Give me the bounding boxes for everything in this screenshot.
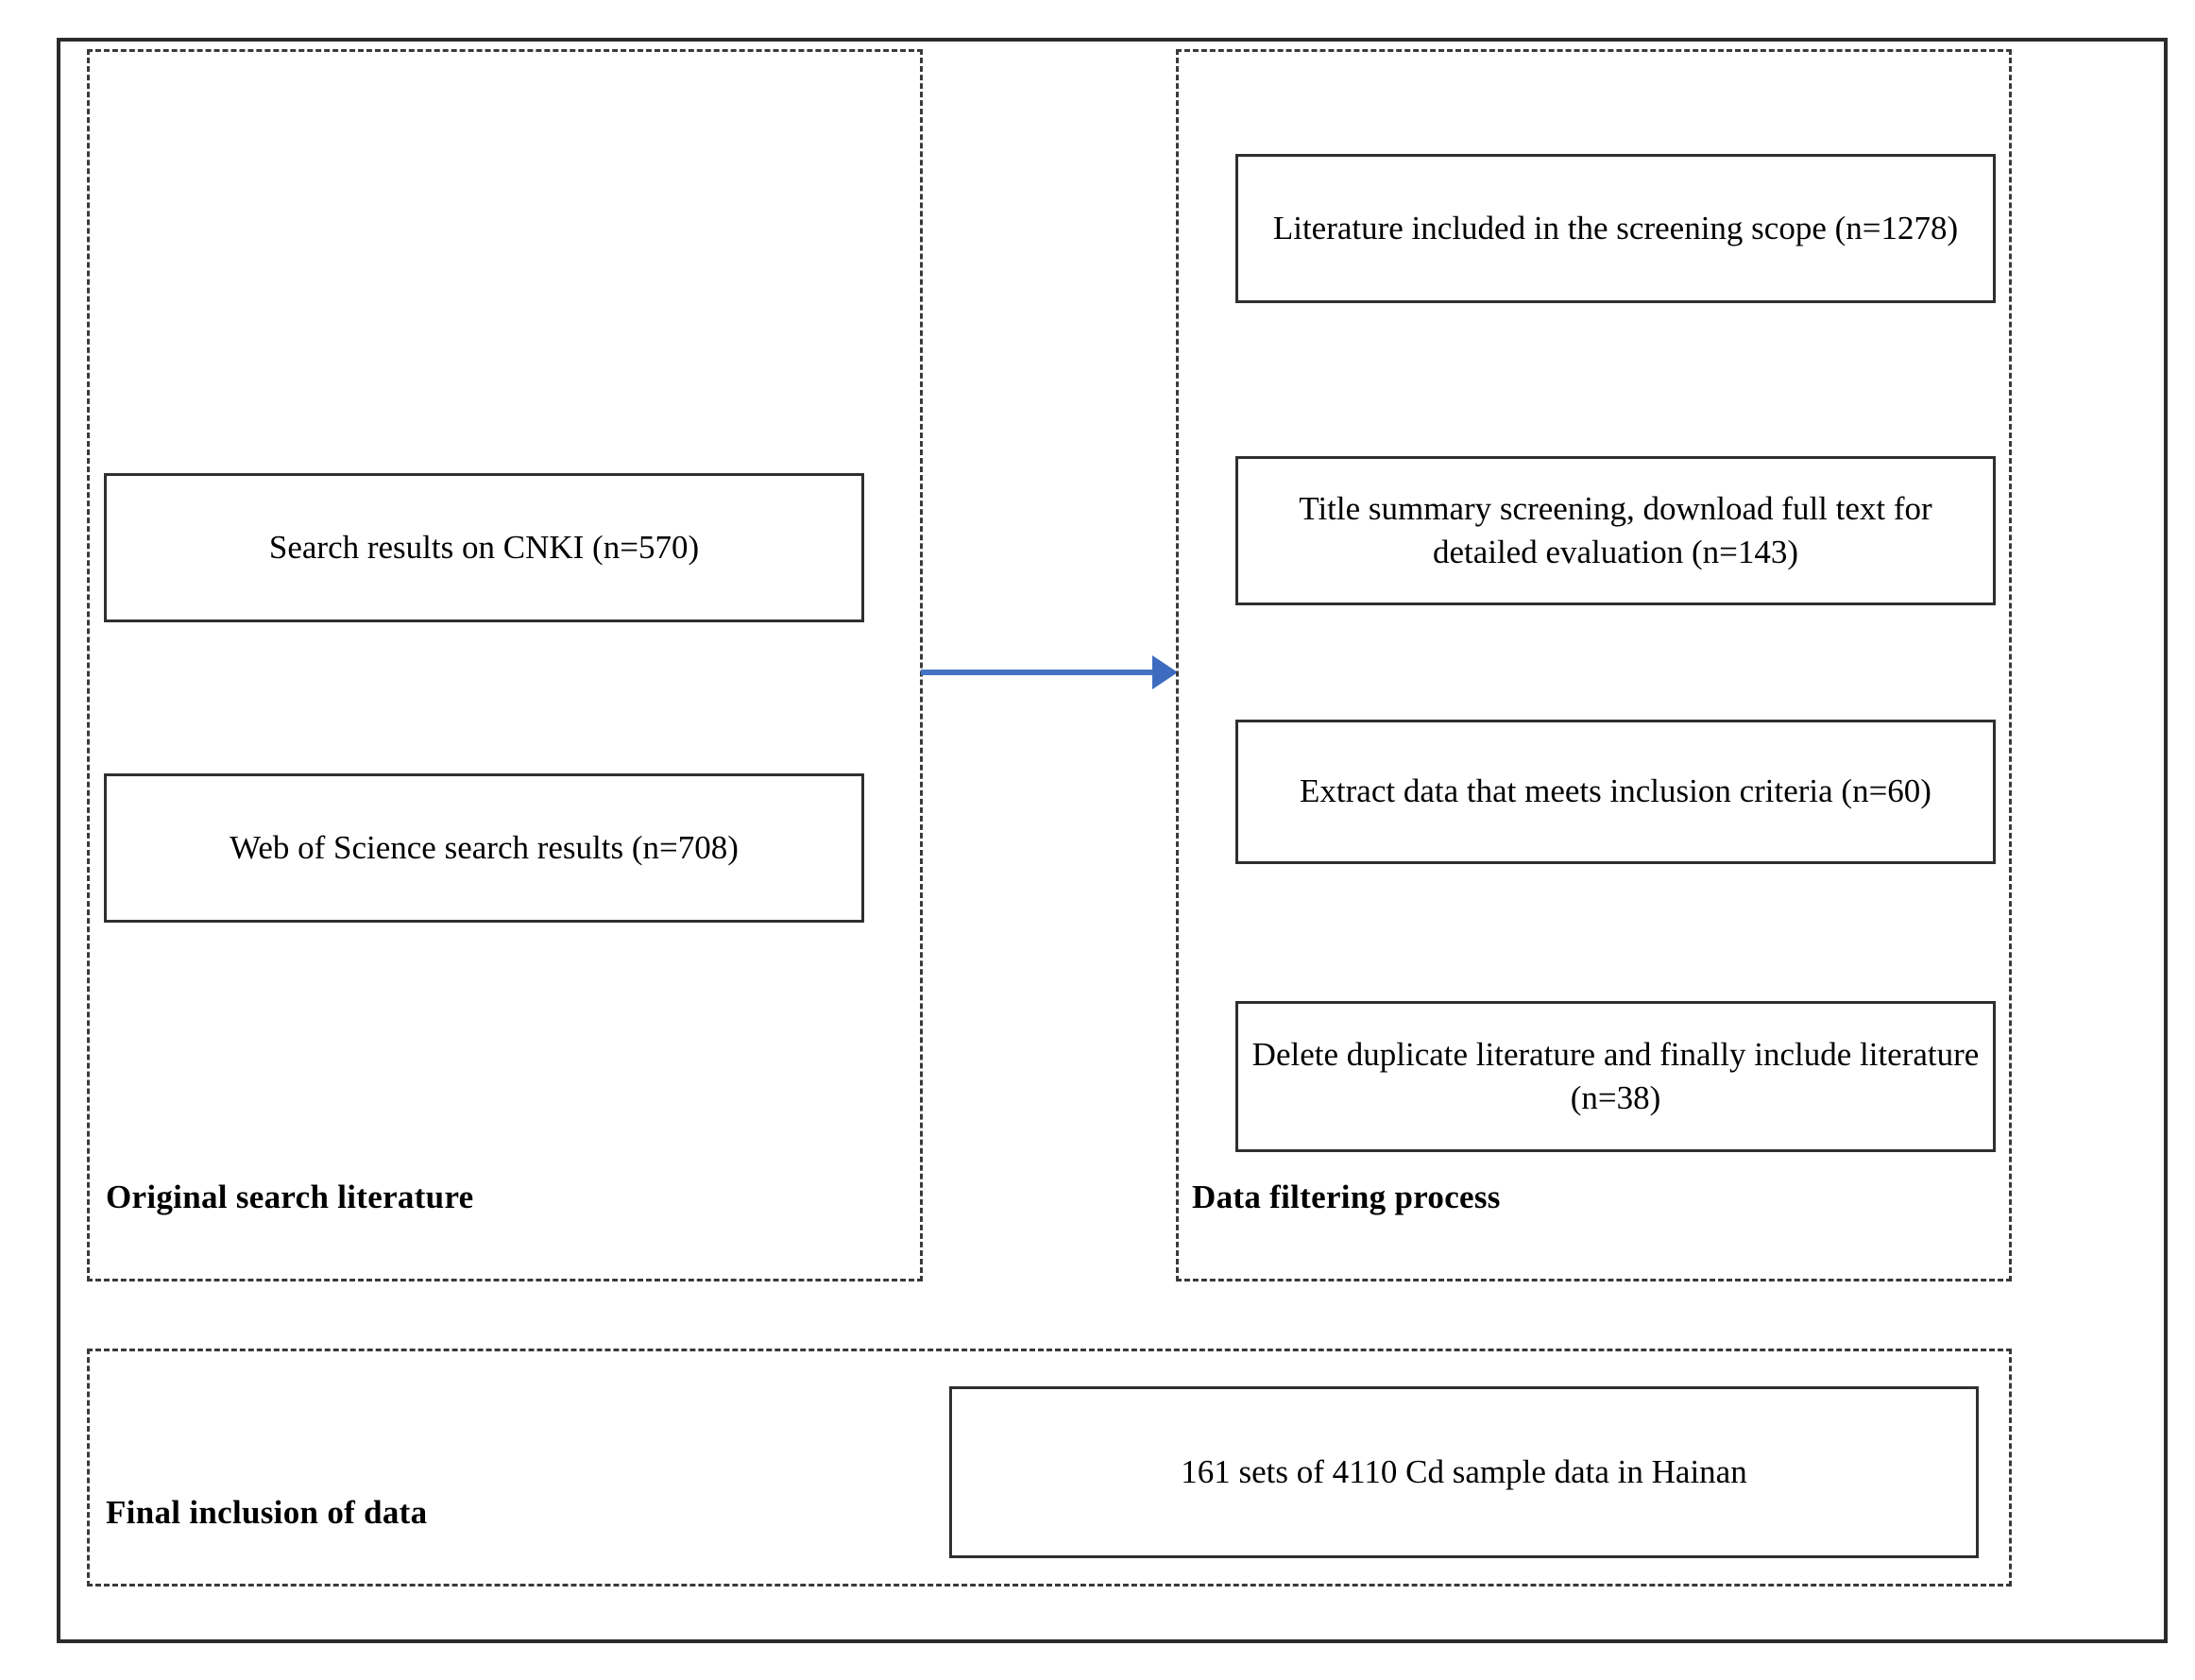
section-original-search-literature xyxy=(87,49,923,1281)
section-data-filtering-process xyxy=(1176,49,2012,1281)
section-label-original-search-literature: Original search literature xyxy=(106,1179,474,1215)
section-label-final-inclusion-of-data: Final inclusion of data xyxy=(106,1494,428,1531)
node-delete-duplicate-literature: Delete duplicate literature and finally … xyxy=(1235,1001,1996,1152)
node-final-cd-sample-data: 161 sets of 4110 Cd sample data in Haina… xyxy=(949,1386,1979,1558)
node-title-summary-screening: Title summary screening, download full t… xyxy=(1235,456,1996,605)
node-literature-included-screening-scope: Literature included in the screening sco… xyxy=(1235,154,1996,303)
node-extract-data-inclusion-criteria: Extract data that meets inclusion criter… xyxy=(1235,720,1996,864)
node-cnki-search-results: Search results on CNKI (n=570) xyxy=(104,473,864,622)
section-label-data-filtering-process: Data filtering process xyxy=(1192,1179,1501,1215)
node-web-of-science-search-results: Web of Science search results (n=708) xyxy=(104,773,864,923)
section-final-inclusion-of-data xyxy=(87,1349,2012,1587)
arrow-original-to-filtering xyxy=(921,652,1178,693)
